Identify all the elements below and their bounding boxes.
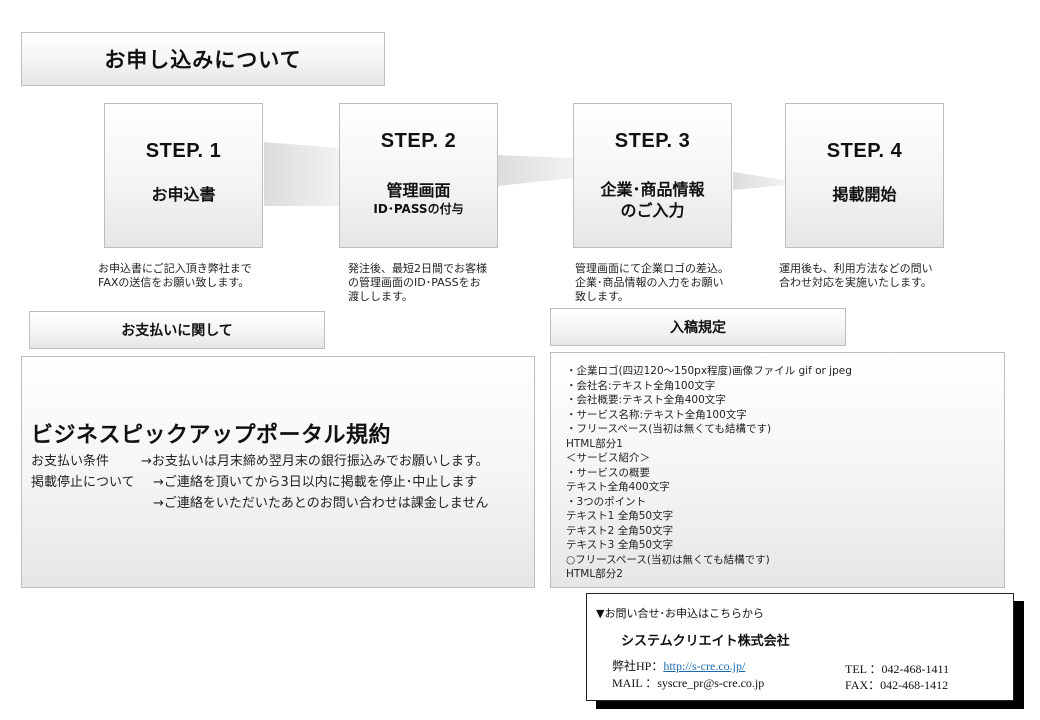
mail-label: MAIL ： xyxy=(612,676,658,690)
homepage-line: 弊社HP：http://s-cre.co.jp/ xyxy=(612,657,745,674)
step-label: STEP. 4 xyxy=(826,140,903,162)
rules-section-title: 入稿規定 xyxy=(550,308,846,346)
submission-rules-box: ・企業ロゴ(四辺120～150px程度)画像ファイル gif or jpeg ・… xyxy=(550,352,1005,588)
step-1-box: STEP. 1 お申込書 xyxy=(104,103,263,248)
step-label: STEP. 1 xyxy=(145,140,222,162)
rule-item: ・3つのポイント xyxy=(566,495,647,508)
step-3-box: STEP. 3 企業･商品情報 のご入力 xyxy=(573,103,732,248)
step-4-description: 運用後も、利用方法などの問い 合わせ対応を実施いたします。 xyxy=(779,262,933,289)
company-name: システムクリエイト株式会社 xyxy=(621,634,790,649)
rule-item: テキスト全角400文字 xyxy=(566,481,670,493)
step-3-description: 管理画面にて企業ロゴの差込。 企業･商品情報の入力をお願い 致します。 xyxy=(575,262,729,303)
rule-item: ・フリースペース(当初は無くても結構です) xyxy=(566,423,772,435)
rule-item: ・会社概要:テキスト全角400文字 xyxy=(566,394,726,406)
step-1-description: お申込書にご記入頂き弊社まで FAXの送信をお願い致します。 xyxy=(98,262,252,289)
step-subtitle: ID･PASSの付与 xyxy=(373,202,464,216)
terms-row-text: →お支払いは月末締め翌月末の銀行振込みでお願いします。 xyxy=(141,454,489,469)
rule-item: ・会社名:テキスト全角100文字 xyxy=(566,379,716,392)
terms-heading: ビジネスピックアップポータル規約 xyxy=(31,423,392,448)
rules-list: ・企業ロゴ(四辺120～150px程度)画像ファイル gif or jpeg ・… xyxy=(566,364,852,582)
payment-terms-box: ビジネスピックアップポータル規約 お支払い条件 →お支払いは月末締め翌月末の銀行振… xyxy=(21,356,535,588)
mail-address: syscre_pr@s-cre.co.jp xyxy=(657,676,765,690)
step-title: 管理画面 xyxy=(386,181,451,200)
step-label: STEP. 3 xyxy=(614,130,691,152)
step-2-description: 発注後、最短2日間でお客様 の管理画面のID･PASSをお 渡しします。 xyxy=(348,262,487,303)
step-2-box: STEP. 2 管理画面 ID･PASSの付与 xyxy=(339,103,498,248)
step-4-box: STEP. 4 掲載開始 xyxy=(785,103,944,248)
step-label: STEP. 2 xyxy=(380,130,457,152)
rule-item: HTML部分1 xyxy=(566,437,623,450)
terms-row-billing: →ご連絡をいただいたあとのお問い合わせは課金しません xyxy=(31,495,488,513)
terms-row-payment: お支払い条件 →お支払いは月末締め翌月末の銀行振込みでお願いします。 xyxy=(31,453,489,471)
step-title: 掲載開始 xyxy=(832,185,897,204)
page-title: お申し込みについて xyxy=(21,32,385,86)
rule-item: テキスト2 全角50文字 xyxy=(566,524,674,537)
payment-section-title: お支払いに関して xyxy=(29,311,325,349)
rule-item: テキスト1 全角50文字 xyxy=(566,510,674,522)
contact-box: ▼お問い合せ･お申込はこちらから システムクリエイト株式会社 弊社HP：http… xyxy=(586,593,1014,701)
rule-item: ○フリースペース(当初は無くても結構です) xyxy=(566,553,770,566)
terms-row-text: →ご連絡を頂いてから3日以内に掲載を停止･中止します xyxy=(153,475,478,490)
rule-item: ・サービスの概要 xyxy=(566,466,650,479)
terms-row-suspension: 掲載停止について →ご連絡を頂いてから3日以内に掲載を停止･中止します xyxy=(31,474,477,492)
homepage-link[interactable]: http://s-cre.co.jp/ xyxy=(663,659,746,673)
fax-number: FAX：042-468-1412 xyxy=(845,678,949,692)
rule-item: HTML部分2 xyxy=(566,568,623,580)
rule-item: ・サービス名称:テキスト全角100文字 xyxy=(566,408,747,421)
contact-intro: ▼お問い合せ･お申込はこちらから xyxy=(596,607,764,620)
rule-item: ・企業ロゴ(四辺120～150px程度)画像ファイル gif or jpeg xyxy=(566,365,852,377)
step-title: 企業･商品情報 のご入力 xyxy=(600,180,705,220)
homepage-label: 弊社HP： xyxy=(612,659,664,673)
rule-item: ＜サービス紹介＞ xyxy=(566,452,650,464)
rule-item: テキスト3 全角50文字 xyxy=(566,539,674,551)
terms-row-text: →ご連絡をいただいたあとのお問い合わせは課金しません xyxy=(153,496,489,511)
step-title: お申込書 xyxy=(151,185,216,204)
terms-row-label: お支払い条件 xyxy=(31,454,110,469)
mail-line: MAIL ：syscre_pr@s-cre.co.jp xyxy=(612,674,764,691)
tel-number: TEL ：042-468-1411 xyxy=(845,662,950,676)
terms-row-label: 掲載停止について xyxy=(31,475,135,490)
